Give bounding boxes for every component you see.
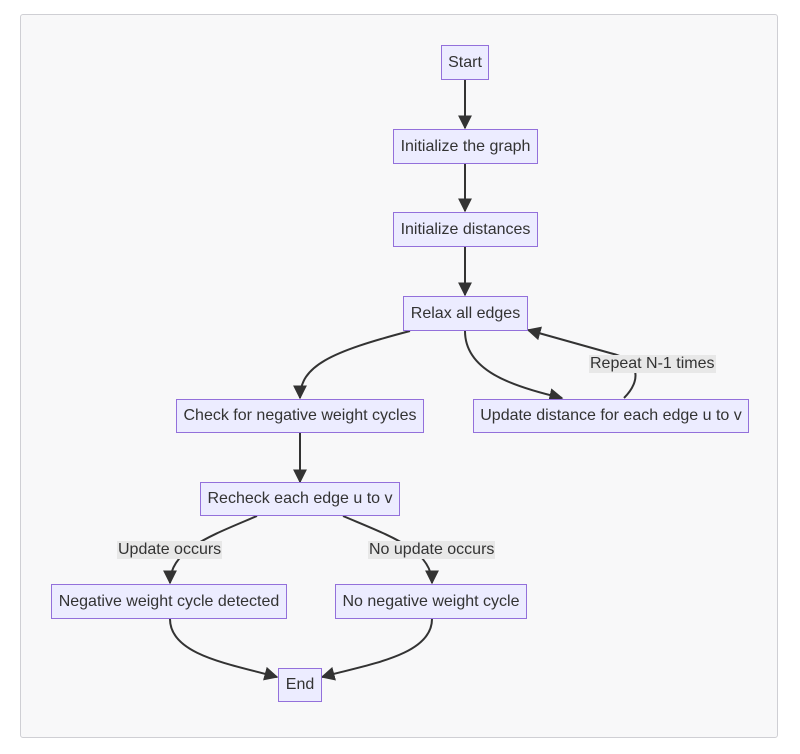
node-recheck-each-edge: Recheck each edge u to v	[200, 482, 400, 516]
edge-no-neg-to-end	[320, 618, 433, 681]
node-relax-all-edges: Relax all edges	[403, 296, 528, 331]
edge-neg-detected-to-end	[169, 618, 279, 681]
edge-label-no-update-occurs: No update occurs	[368, 541, 496, 559]
edge-relax-to-check-neg	[293, 330, 411, 400]
node-check-negative-weight-cycles: Check for negative weight cycles	[176, 399, 424, 433]
node-initialize-graph: Initialize the graph	[393, 129, 538, 164]
edge-label-update-occurs: Update occurs	[117, 541, 223, 559]
node-no-negative-weight-cycle: No negative weight cycle	[335, 584, 527, 619]
edge-label-repeat: Repeat N-1 times	[589, 355, 716, 373]
node-negative-weight-cycle-detected: Negative weight cycle detected	[51, 584, 287, 619]
node-start: Start	[441, 45, 489, 80]
edge-relax-to-update-dist	[464, 330, 564, 402]
node-update-distance: Update distance for each edge u to v	[473, 399, 749, 433]
node-initialize-distances: Initialize distances	[393, 212, 538, 247]
node-end: End	[278, 668, 322, 702]
